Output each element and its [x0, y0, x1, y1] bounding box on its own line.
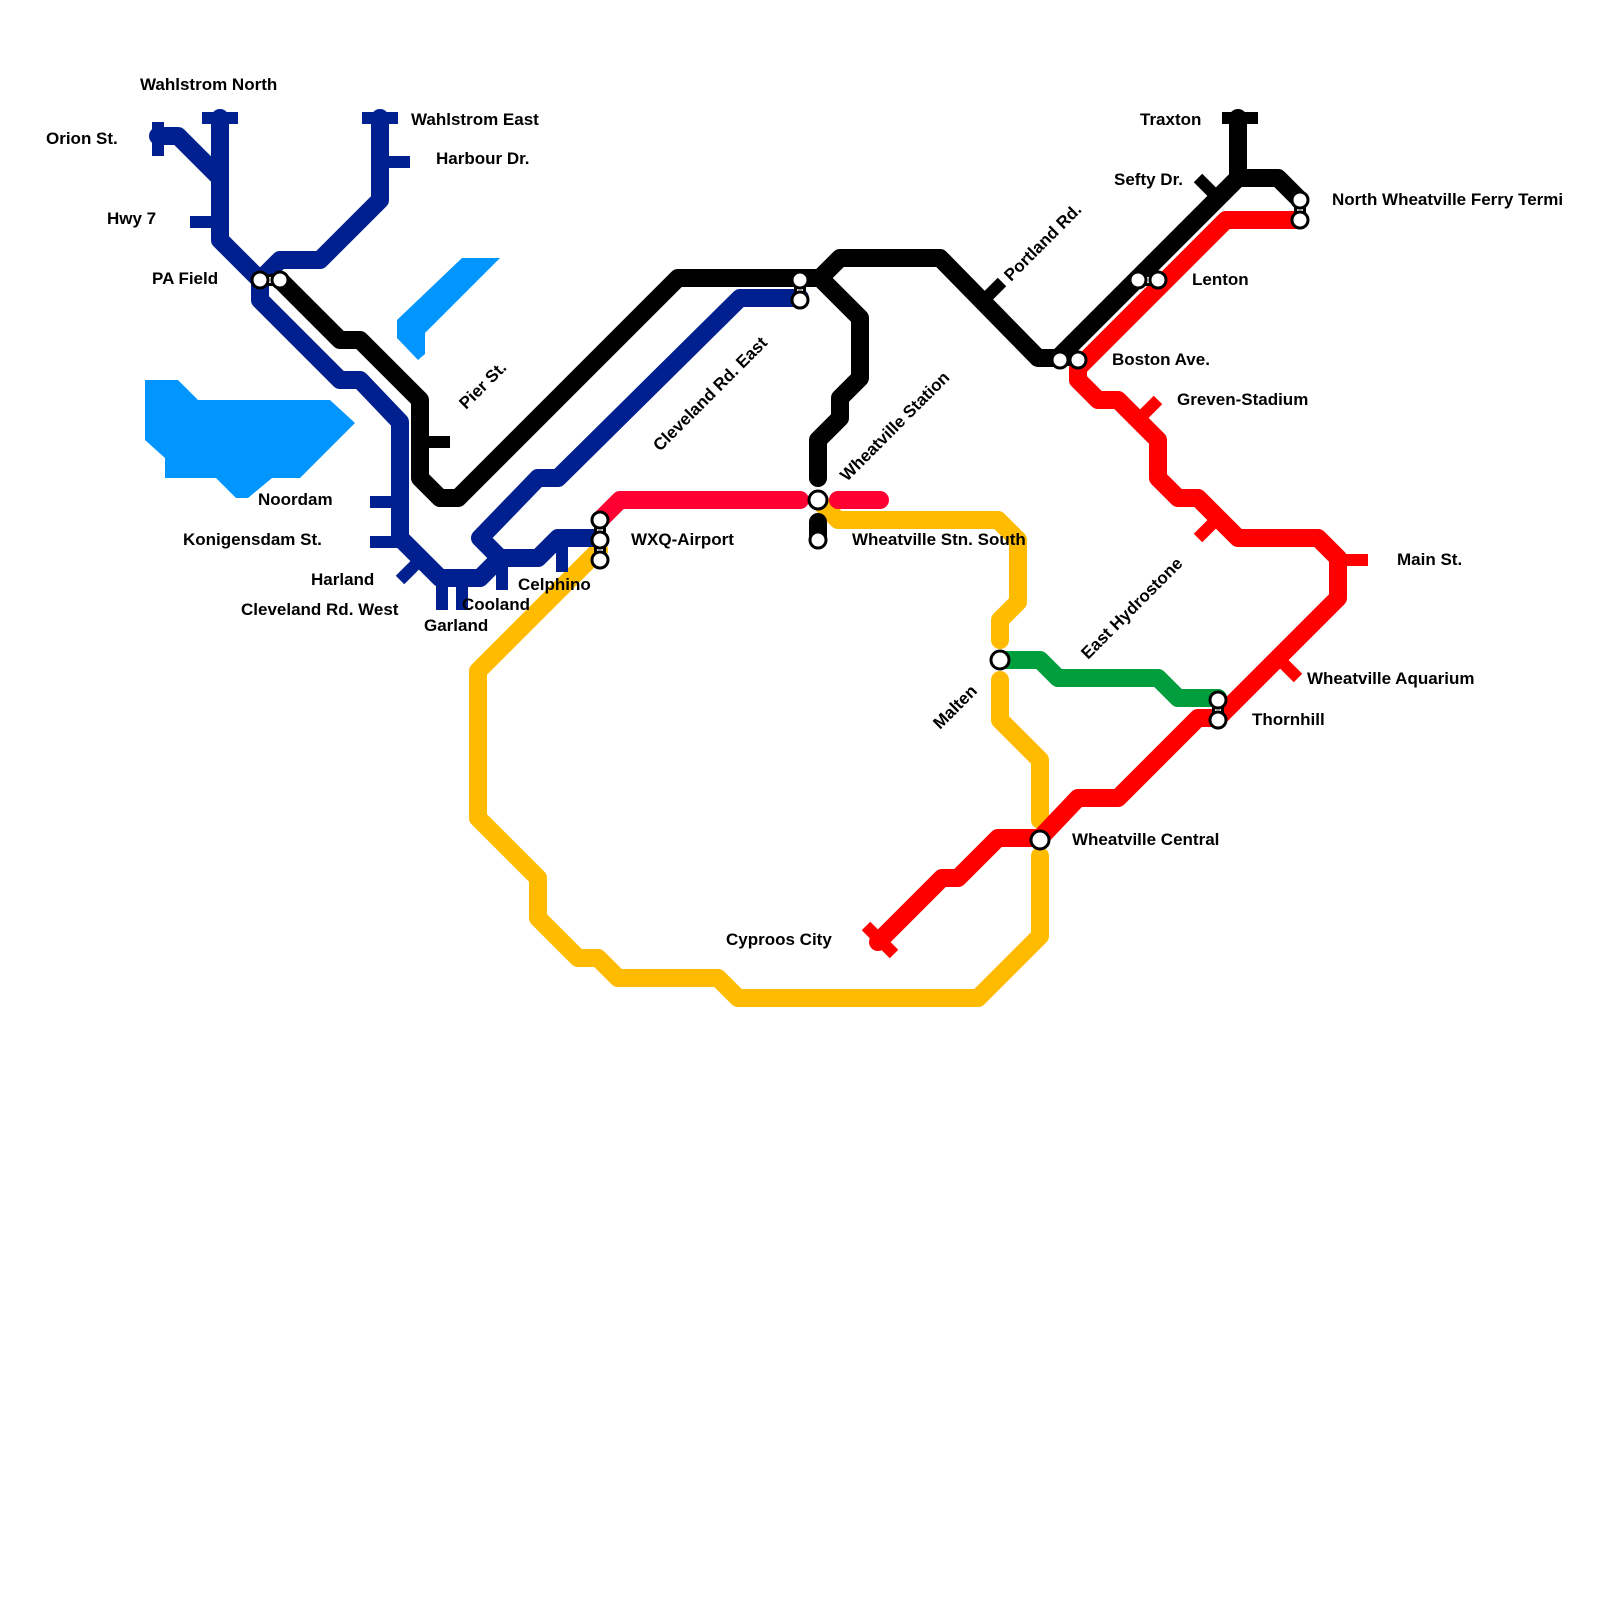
- water-areas: [145, 258, 500, 498]
- line-red: [861, 211, 1368, 959]
- blue-line-east-branch: [251, 109, 389, 289]
- station-pa-field-interchange[interactable]: [250, 270, 290, 290]
- line-yellow: [469, 493, 1049, 1007]
- label-east-hydrostone: East Hydrostone: [1077, 554, 1186, 663]
- label-pa-field: PA Field: [152, 269, 218, 288]
- yellow-line-east: [991, 671, 1049, 829]
- label-wheatville-aquarium: Wheatville Aquarium: [1307, 669, 1475, 688]
- label-noordam: Noordam: [258, 490, 333, 509]
- label-wahlstrom-east: Wahlstrom East: [411, 110, 539, 129]
- label-portland-rd: Portland Rd.: [1000, 200, 1085, 285]
- black-line-loop: [809, 269, 869, 487]
- black-tick-portland: [977, 277, 1007, 307]
- station-wheatville-central[interactable]: [1029, 829, 1051, 851]
- station-wheatville-stn-south[interactable]: [808, 530, 828, 550]
- yellow-line-north: [811, 493, 1027, 649]
- station-boston-ave-interchange[interactable]: [1050, 350, 1088, 370]
- label-north-wheatville-ferry: North Wheatville Ferry Termi: [1332, 190, 1563, 209]
- red-tick-aquarium: [1273, 653, 1303, 683]
- station-labels: Wahlstrom North Orion St. Hwy 7 PA Field…: [46, 75, 1563, 949]
- label-orion-st: Orion St.: [46, 129, 118, 148]
- label-cooland: Cooland: [462, 595, 530, 614]
- label-wheatville-central: Wheatville Central: [1072, 830, 1219, 849]
- label-malten: Malten: [929, 681, 981, 733]
- black-line-main: [271, 169, 1307, 507]
- label-cyproos-city: Cyproos City: [726, 930, 832, 949]
- blue-line-north-branch: [149, 127, 229, 187]
- line-black: [271, 109, 1307, 547]
- label-harland: Harland: [311, 570, 374, 589]
- station-thornhill-interchange[interactable]: [1208, 690, 1228, 730]
- blue-line-cleveland: [471, 289, 809, 567]
- blue-tick-harland: [395, 555, 425, 585]
- label-thornhill: Thornhill: [1252, 710, 1325, 729]
- water-lake-west: [145, 380, 355, 498]
- label-lenton: Lenton: [1192, 270, 1249, 289]
- yellow-line-loop: [469, 541, 1049, 1007]
- black-tick-sefty: [1193, 173, 1223, 203]
- label-traxton: Traxton: [1140, 110, 1201, 129]
- label-wahlstrom-north: Wahlstrom North: [140, 75, 277, 94]
- water-lake-north: [397, 258, 500, 360]
- crimson-line-airport: [591, 491, 809, 529]
- label-pier-st: Pier St.: [455, 358, 510, 413]
- label-cleveland-rd-east: Cleveland Rd. East: [649, 333, 771, 455]
- station-wheatville-station[interactable]: [807, 489, 829, 511]
- label-garland: Garland: [424, 616, 488, 635]
- station-wxq-airport-interchange[interactable]: [590, 510, 610, 570]
- station-cleveland-rd-east-interchange[interactable]: [790, 270, 810, 310]
- interchange-stations: [250, 190, 1310, 851]
- label-harbour-dr: Harbour Dr.: [436, 149, 530, 168]
- red-tick-cyproos: [861, 921, 899, 959]
- label-sefty-dr: Sefty Dr.: [1114, 170, 1183, 189]
- station-malten[interactable]: [989, 649, 1011, 671]
- station-lenton-interchange[interactable]: [1128, 270, 1168, 290]
- red-tick-east-hydrostone: [1193, 513, 1223, 543]
- label-main-st: Main St.: [1397, 550, 1462, 569]
- label-wxq-airport: WXQ-Airport: [631, 530, 734, 549]
- label-celphino: Celphino: [518, 575, 591, 594]
- label-wheatville-stn-south: Wheatville Stn. South: [852, 530, 1026, 549]
- label-konigensdam-st: Konigensdam St.: [183, 530, 322, 549]
- label-greven-stadium: Greven-Stadium: [1177, 390, 1308, 409]
- label-hwy7: Hwy 7: [107, 209, 156, 228]
- red-tick-greven: [1133, 395, 1163, 425]
- red-line-main: [869, 211, 1347, 951]
- station-north-wheatville-ferry-interchange[interactable]: [1290, 190, 1310, 230]
- line-green: [991, 651, 1227, 707]
- label-cleveland-rd-west: Cleveland Rd. West: [241, 600, 399, 619]
- label-boston-ave: Boston Ave.: [1112, 350, 1210, 369]
